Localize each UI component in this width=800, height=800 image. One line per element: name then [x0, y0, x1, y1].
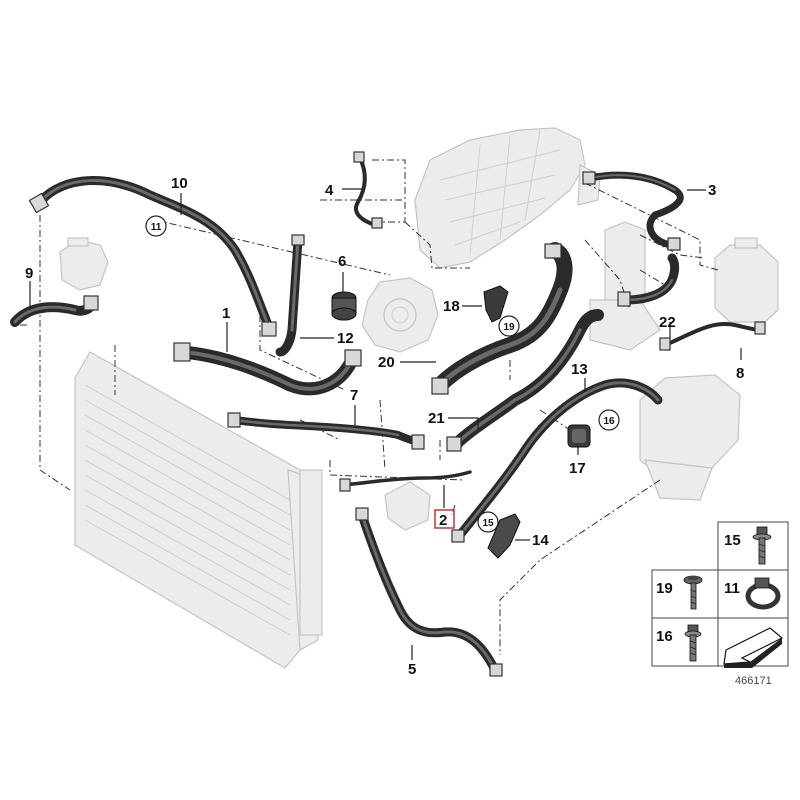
callout-7: 7: [350, 387, 358, 404]
callout-18: 18: [443, 298, 460, 315]
intake-manifold-ghost: [414, 127, 601, 269]
circled-ref-19-label: 19: [503, 322, 515, 333]
legend-label-11: 11: [724, 580, 740, 597]
circled-ref-16: 16: [598, 409, 620, 431]
circled-ref-16-label: 16: [603, 416, 615, 427]
flange-bolt-icon: [684, 624, 702, 662]
hose-clip-icon: [745, 577, 781, 610]
cap-6: [331, 291, 357, 321]
circled-ref-15: 15: [477, 511, 499, 533]
fastener-legend: 15 19 11 16: [651, 521, 789, 668]
hose-5: [355, 507, 503, 677]
pipe-4: [353, 151, 383, 229]
expansion-tank-upper-ghost: [714, 237, 779, 323]
diagram-reference-number: 466171: [735, 675, 772, 687]
circled-ref-15-label: 15: [482, 518, 494, 529]
callout-22: 22: [659, 314, 676, 331]
assembly-lines: [20, 159, 719, 655]
leader-lines: [29, 188, 742, 660]
callout-12: 12: [337, 330, 354, 347]
thermostat-housing-ghost: [361, 277, 439, 353]
hose-9: [10, 295, 99, 327]
hose-21: [446, 309, 604, 452]
radiator-ghost: [74, 351, 323, 669]
callout-3: 3: [708, 182, 716, 199]
bolt-with-washer-icon: [752, 526, 772, 565]
callout-10: 10: [171, 175, 188, 192]
electric-pump-ghost: [384, 481, 431, 531]
hose-13: [451, 378, 663, 543]
callout-2: 2: [439, 512, 447, 529]
hose-22: [617, 253, 680, 307]
callout-21: 21: [428, 410, 445, 427]
hose-1: [173, 342, 362, 396]
hose-10: [28, 176, 277, 337]
callout-20: 20: [378, 354, 395, 371]
callout-8: 8: [736, 365, 744, 382]
bracket-14: [487, 513, 521, 559]
legend-label-16: 16: [656, 628, 673, 645]
auxiliary-pump-ghost: [59, 237, 109, 291]
circled-ref-11-label: 11: [151, 222, 162, 233]
legend-label-19: 19: [656, 580, 673, 597]
hose-7: [227, 412, 425, 450]
expansion-tank-lower-ghost: [639, 374, 741, 501]
pipe-8: [659, 321, 766, 351]
callout-17: 17: [569, 460, 586, 477]
hose-20: [431, 242, 573, 395]
callout-5: 5: [408, 661, 416, 678]
direction-arrow-icon: [723, 627, 784, 668]
callout-14: 14: [532, 532, 549, 549]
legend-label-15: 15: [724, 532, 741, 549]
callout-4: 4: [325, 182, 334, 199]
screw-with-washer-icon: [683, 575, 703, 610]
callout-2-highlight-box: [434, 509, 455, 529]
oil-filter-housing-ghost: [589, 221, 661, 351]
callout-labels: 1 2 3 4 5 6 7 8 9 10 12 13 14 17 18 20 2…: [25, 175, 744, 678]
grommet-17: [567, 424, 591, 448]
callout-1: 1: [222, 305, 230, 322]
hose-12: [275, 234, 305, 357]
circled-ref-11: 11: [145, 215, 167, 237]
circled-ref-19: 19: [498, 315, 520, 337]
callout-9: 9: [25, 265, 33, 282]
callout-6: 6: [338, 253, 346, 270]
bracket-18: [483, 285, 509, 323]
hose-3: [582, 171, 684, 251]
pipe-2: [339, 470, 472, 492]
callout-13: 13: [571, 361, 588, 378]
